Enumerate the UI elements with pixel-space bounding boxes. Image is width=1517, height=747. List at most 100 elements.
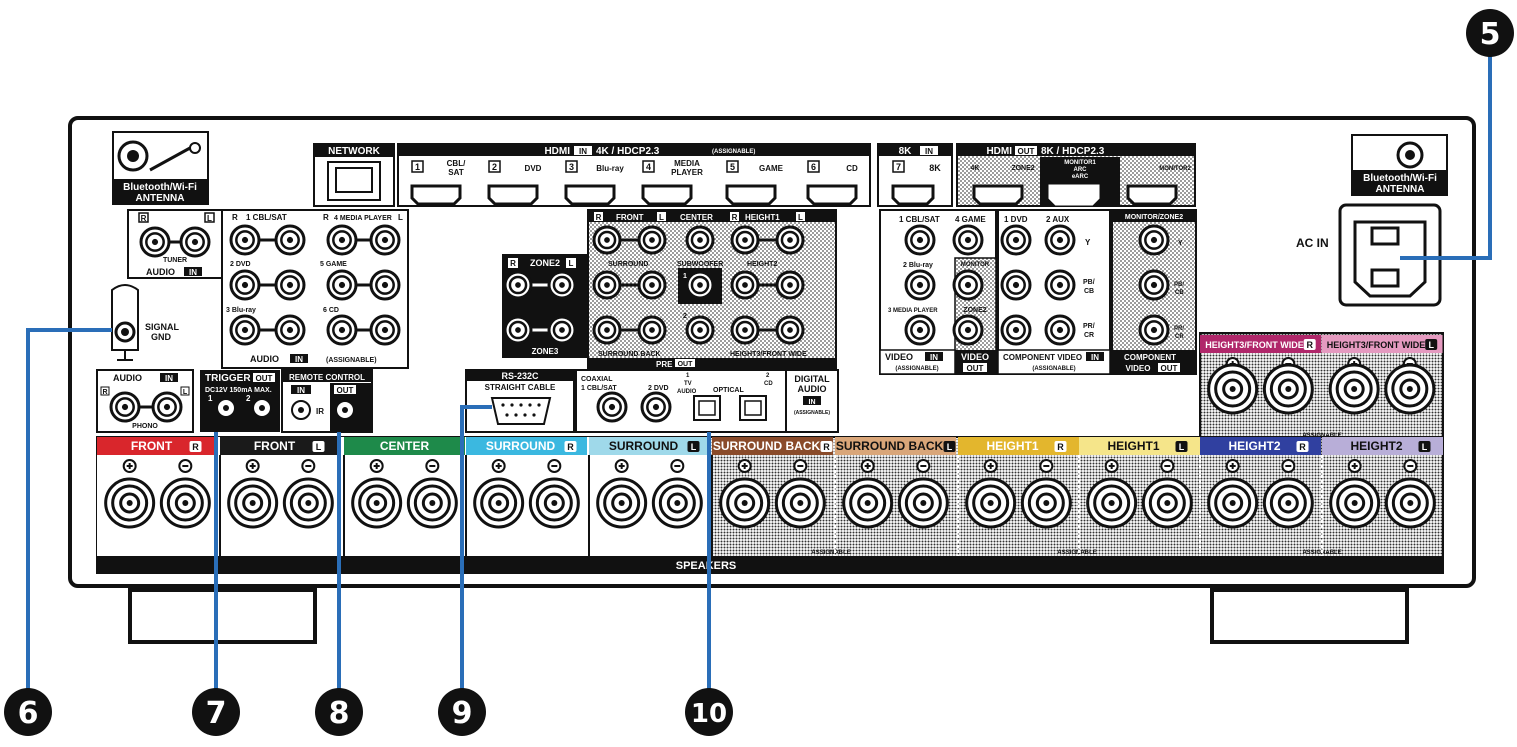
hdmi-in-num-box xyxy=(726,160,739,173)
speakers-title: SPEAKERS xyxy=(676,560,737,572)
component-pb-2: CB xyxy=(1084,288,1094,295)
plus-icon-glyph xyxy=(618,463,625,469)
component-out-monitor: MONITOR/ZONE2 xyxy=(1125,214,1183,221)
video-badge: IN xyxy=(930,353,938,362)
phono-r: R xyxy=(102,389,107,396)
channel-badge-letter: L xyxy=(1179,442,1185,452)
hdmi-out-name: ARC xyxy=(1074,167,1088,173)
channel-header xyxy=(712,437,833,455)
hdmi-out-badge: OUT xyxy=(1018,147,1035,156)
binding-post-hole xyxy=(674,500,681,506)
binding-post-hole xyxy=(1043,500,1050,506)
rca-jack-pin xyxy=(381,281,389,289)
callout-7-number: 7 xyxy=(206,696,227,731)
channel-badge-letter: R xyxy=(192,442,199,452)
audio-in-assign: (ASSIGNABLE) xyxy=(326,357,377,364)
bt-wifi-antenna-right[interactable]: Bluetooth/Wi-Fi ANTENNA xyxy=(1351,134,1448,196)
hdmi-8k-badge: IN xyxy=(925,147,933,156)
digital-cd-2: CD xyxy=(764,381,773,387)
channel-name: SURROUND BACK xyxy=(713,439,821,453)
video-title: VIDEO xyxy=(885,352,913,362)
digital-coax-2: 2 DVD xyxy=(648,385,669,392)
binding-post-hole xyxy=(551,500,558,506)
channel-badge xyxy=(820,441,833,452)
rs232c-port[interactable] xyxy=(490,397,552,425)
hdmi-in-port[interactable] xyxy=(725,184,777,206)
component-title: COMPONENT VIDEO xyxy=(1003,353,1082,362)
audio-in-badge: IN xyxy=(295,355,303,364)
signal-gnd-terminal[interactable] xyxy=(111,284,139,361)
plus-icon-glyph xyxy=(741,463,748,469)
binding-post-hole xyxy=(987,500,994,506)
channel-badge-letter: R xyxy=(823,442,830,452)
binding-post-hole xyxy=(373,500,380,506)
hdmi-in-name: DVD xyxy=(525,164,542,173)
hdmi-out-name: 4K xyxy=(971,165,980,172)
channel-name: HEIGHT1 xyxy=(986,439,1038,453)
channel-badge-letter: L xyxy=(1428,340,1434,350)
pre-out-height2: HEIGHT2 xyxy=(747,261,777,268)
hdmi-in-name: CD xyxy=(846,164,858,173)
hdmi-in-port[interactable] xyxy=(564,184,616,206)
hdmi-in-num-box xyxy=(488,160,501,173)
rca-jack-pin xyxy=(608,403,616,411)
rca-jack-pin xyxy=(649,237,655,243)
binding-post-hole xyxy=(1351,386,1358,392)
hdmi-out-port[interactable] xyxy=(1048,184,1100,206)
channel-name: FRONT xyxy=(131,439,173,453)
channel-badge xyxy=(1425,339,1438,350)
hdmi-in-badge: IN xyxy=(579,147,587,156)
rca-jack-pin xyxy=(381,326,389,334)
rca-jack-pin xyxy=(916,236,924,244)
foot-left xyxy=(128,588,317,644)
callout-8-number: 8 xyxy=(329,696,350,731)
rca-jack-pin xyxy=(604,237,610,243)
channel-name: SURROUND BACK xyxy=(836,439,944,453)
rca-jack-pin xyxy=(742,327,748,333)
rca-jack-pin xyxy=(697,327,703,333)
component-out-pr-2: CR xyxy=(1175,334,1184,340)
channel-badge xyxy=(189,441,202,452)
audio-in-l: L xyxy=(398,213,403,222)
callout-lines xyxy=(26,55,1492,690)
hdmi-in-assign: (ASSIGNABLE) xyxy=(712,149,755,155)
hdmi-in-port[interactable] xyxy=(806,184,858,206)
hdmi-out-port[interactable] xyxy=(972,184,1024,206)
hdmi-in-port[interactable] xyxy=(410,184,462,206)
channel-badge-letter: R xyxy=(1299,442,1306,452)
trigger-1-label: 1 xyxy=(208,394,213,403)
hdmi-8k-port[interactable] xyxy=(891,184,935,206)
hdmi-in-title: HDMI xyxy=(544,146,570,157)
callout-5-number: 5 xyxy=(1480,17,1501,52)
rca-jack-pin xyxy=(286,236,294,244)
network-port[interactable]: NETWORK xyxy=(313,143,395,207)
channel-badge xyxy=(943,441,956,452)
video-monitor: MONITOR xyxy=(961,262,990,268)
channel-header xyxy=(1200,437,1321,455)
rca-jack-pin xyxy=(1150,326,1158,334)
pre-out-surround: SURROUND xyxy=(608,261,648,268)
ac-in-inlet[interactable] xyxy=(1338,203,1442,307)
hdmi-in-port[interactable] xyxy=(641,184,693,206)
channel-badge-letter: R xyxy=(1306,340,1313,350)
rca-jack-pin xyxy=(338,281,346,289)
hdmi-in-port[interactable] xyxy=(487,184,539,206)
rs232c-title: RS-232C xyxy=(501,371,539,381)
hdmi-8k-title: 8K xyxy=(899,146,913,157)
audio-in-title: AUDIO xyxy=(250,354,279,364)
hdmi-out-port[interactable] xyxy=(1126,184,1178,206)
rca-jack-pin xyxy=(964,236,972,244)
binding-post-hole xyxy=(1407,500,1414,506)
rs232c-sub: STRAIGHT CABLE xyxy=(485,383,556,392)
phono-badge: IN xyxy=(165,374,173,383)
component-dvd: 1 DVD xyxy=(1004,215,1028,224)
pre-out-subwoofer: SUBWOOFER xyxy=(677,261,723,268)
channel-name: CENTER xyxy=(380,439,430,453)
bt-wifi-antenna-left[interactable]: Bluetooth/Wi-Fi ANTENNA xyxy=(112,131,209,205)
rca-jack-pin xyxy=(151,238,159,246)
plus-icon-glyph xyxy=(864,463,871,469)
tuner-label: TUNER xyxy=(163,257,187,264)
audio-in-label-3: 3 Blu-ray xyxy=(226,307,256,314)
